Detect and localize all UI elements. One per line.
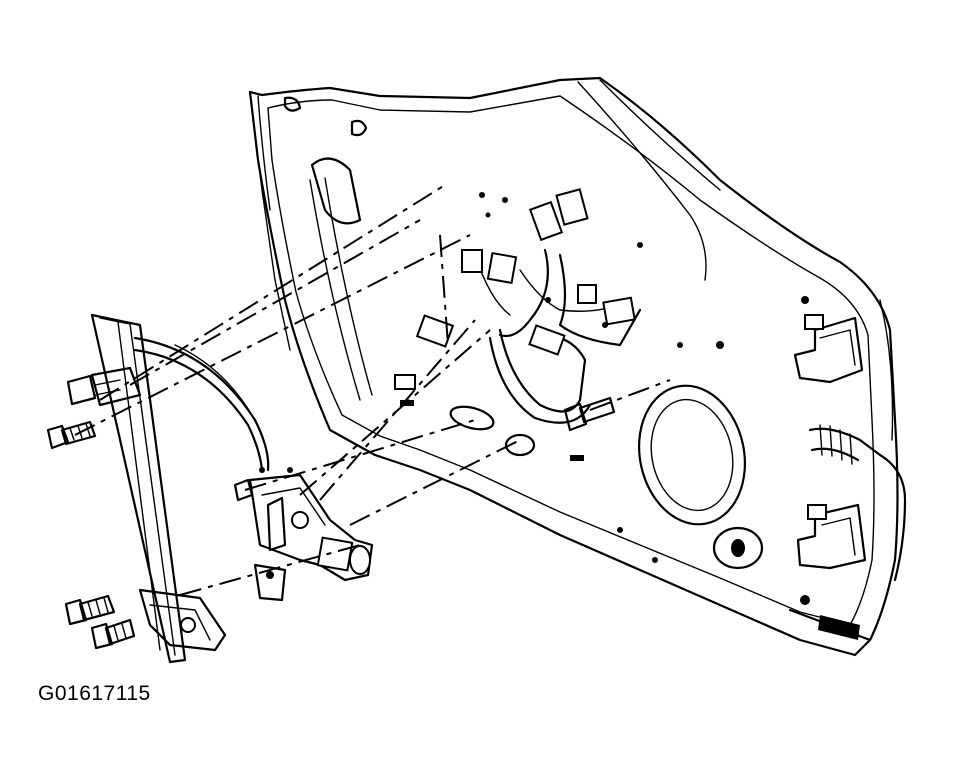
regulator-bolts <box>46 374 616 650</box>
alignment-leaders <box>74 184 671 596</box>
door-hinges <box>788 314 907 642</box>
figure-id-label: G01617115 <box>38 682 151 705</box>
door-inner-panel <box>248 76 899 657</box>
wiring-harness <box>461 188 642 424</box>
